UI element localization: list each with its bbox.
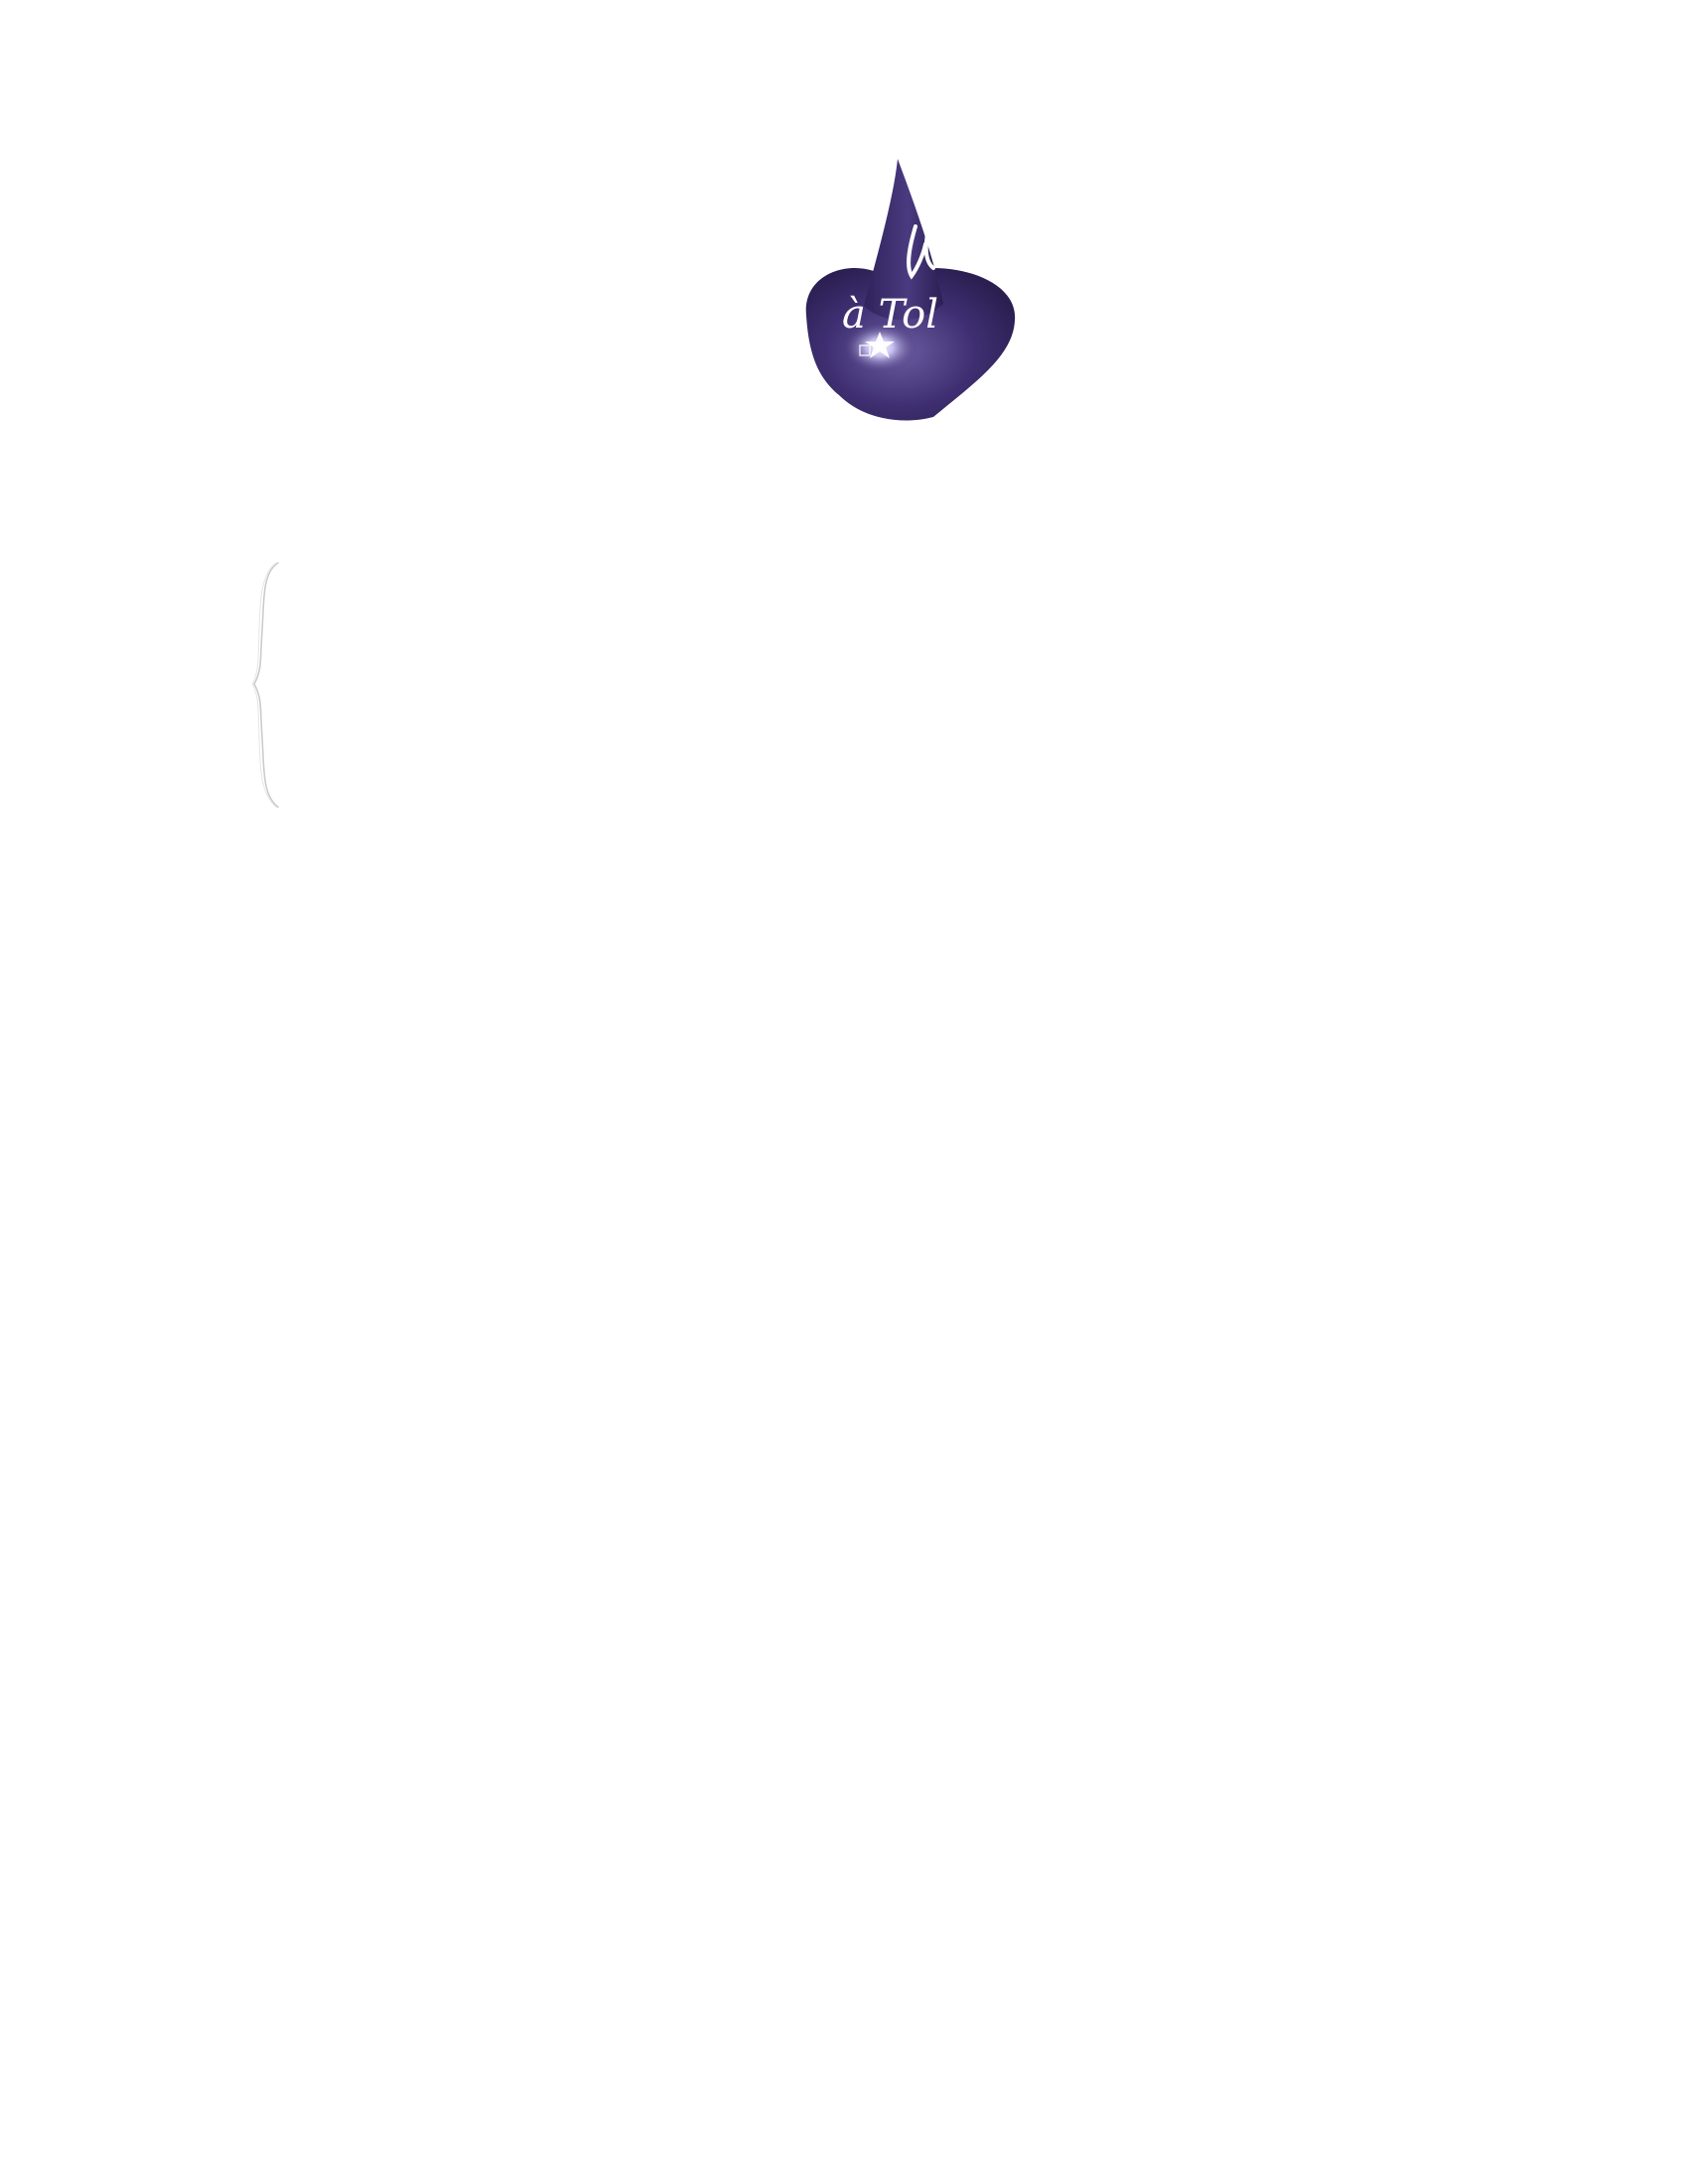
witch-hat-logo-icon: à Tol <box>797 159 1016 421</box>
left-curly-bracket <box>250 561 284 809</box>
witch-hat-logo: à Tol <box>794 157 1033 435</box>
logo-lettering: à Tol <box>842 292 938 338</box>
left-curly-bracket-icon <box>251 562 279 808</box>
